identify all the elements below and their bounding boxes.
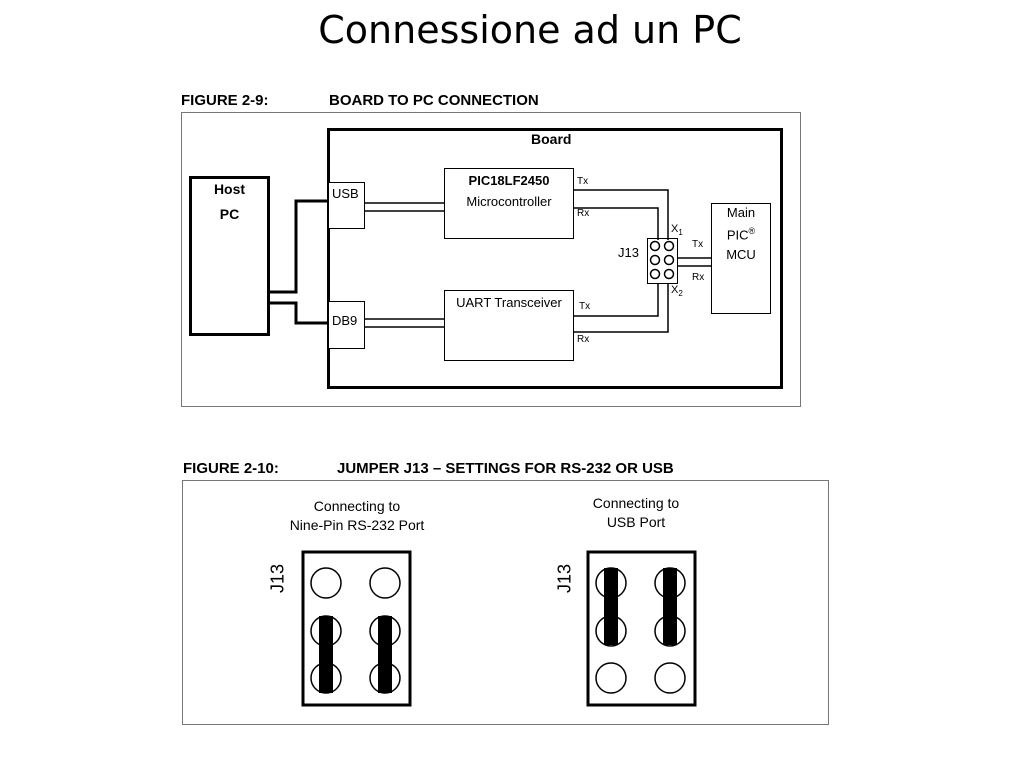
- jumper-x1-text: X: [671, 223, 679, 235]
- j13-tx-label: Tx: [692, 239, 704, 250]
- main-pic-mcu-box: [711, 203, 771, 314]
- main-pic-label-line2: PIC®: [711, 226, 771, 242]
- usb-caption-line1: Connecting to: [592, 495, 680, 511]
- db9-label: DB9: [332, 313, 358, 328]
- rs232-caption-line1: Connecting to: [313, 498, 401, 514]
- usb-label: USB: [332, 186, 359, 201]
- figure-2-10-caption: FIGURE 2-10: JUMPER J13 – SETTINGS FOR RS…: [183, 460, 674, 477]
- jumper-j13-label: J13: [618, 245, 639, 260]
- rs232-header-outline: [301, 550, 412, 707]
- main-pic-label-line1: Main: [726, 205, 756, 220]
- usb-shunt-left: [604, 568, 618, 645]
- jumper-x2-subscript: 2: [678, 289, 683, 299]
- main-pic-label-line3: MCU: [726, 247, 756, 262]
- rs232-shunt-left: [319, 616, 333, 693]
- j13-rx-label: Rx: [692, 272, 705, 283]
- figure-2-9-title: BOARD TO PC CONNECTION: [329, 92, 539, 109]
- uart-transceiver-label: UART Transceiver: [456, 295, 562, 310]
- micro-rx-label: Rx: [577, 208, 590, 219]
- jumper-x1-label: X1: [671, 223, 683, 237]
- main-pic-text: PIC: [726, 227, 749, 243]
- uart-transceiver-box: [444, 290, 574, 361]
- slide-title: Connessione ad un PC: [318, 8, 742, 52]
- figure-2-9-number: FIGURE 2-9:: [181, 92, 269, 109]
- uart-rx-label: Rx: [577, 334, 590, 345]
- microcontroller-part-label: PIC18LF2450: [468, 173, 550, 188]
- microcontroller-box: [444, 168, 574, 239]
- figure-2-10-number: FIGURE 2-10:: [183, 460, 279, 477]
- host-pc-label-line2: PC: [219, 206, 240, 222]
- usb-connector: [328, 182, 365, 229]
- jumper-j13-header: [647, 238, 678, 284]
- rs232-shunt-right: [378, 616, 392, 693]
- jumper-x1-subscript: 1: [678, 228, 683, 238]
- host-pc-label-line1: Host: [213, 181, 246, 197]
- uart-tx-label: Tx: [579, 301, 591, 312]
- microcontroller-label: Microcontroller: [466, 194, 552, 209]
- jumper-x2-label: X2: [671, 284, 683, 298]
- board-box: [327, 128, 783, 389]
- figure-2-9-frame: [181, 112, 801, 407]
- jumper-x2-text: X: [671, 284, 679, 296]
- figure-2-9-caption: FIGURE 2-9: BOARD TO PC CONNECTION: [181, 92, 539, 109]
- board-label: Board: [531, 131, 572, 147]
- figure-2-10-frame: [182, 480, 829, 725]
- figure-2-10-title: JUMPER J13 – SETTINGS FOR RS-232 OR USB: [337, 460, 674, 477]
- usb-header-outline: [586, 550, 697, 707]
- db9-connector: [328, 301, 365, 349]
- micro-tx-label: Tx: [577, 176, 589, 187]
- host-pc-box: [189, 176, 270, 336]
- usb-shunt-right: [663, 568, 677, 645]
- usb-caption-line2: USB Port: [606, 514, 666, 530]
- rs232-caption-line2: Nine-Pin RS-232 Port: [289, 517, 425, 533]
- registered-mark: ®: [748, 226, 756, 236]
